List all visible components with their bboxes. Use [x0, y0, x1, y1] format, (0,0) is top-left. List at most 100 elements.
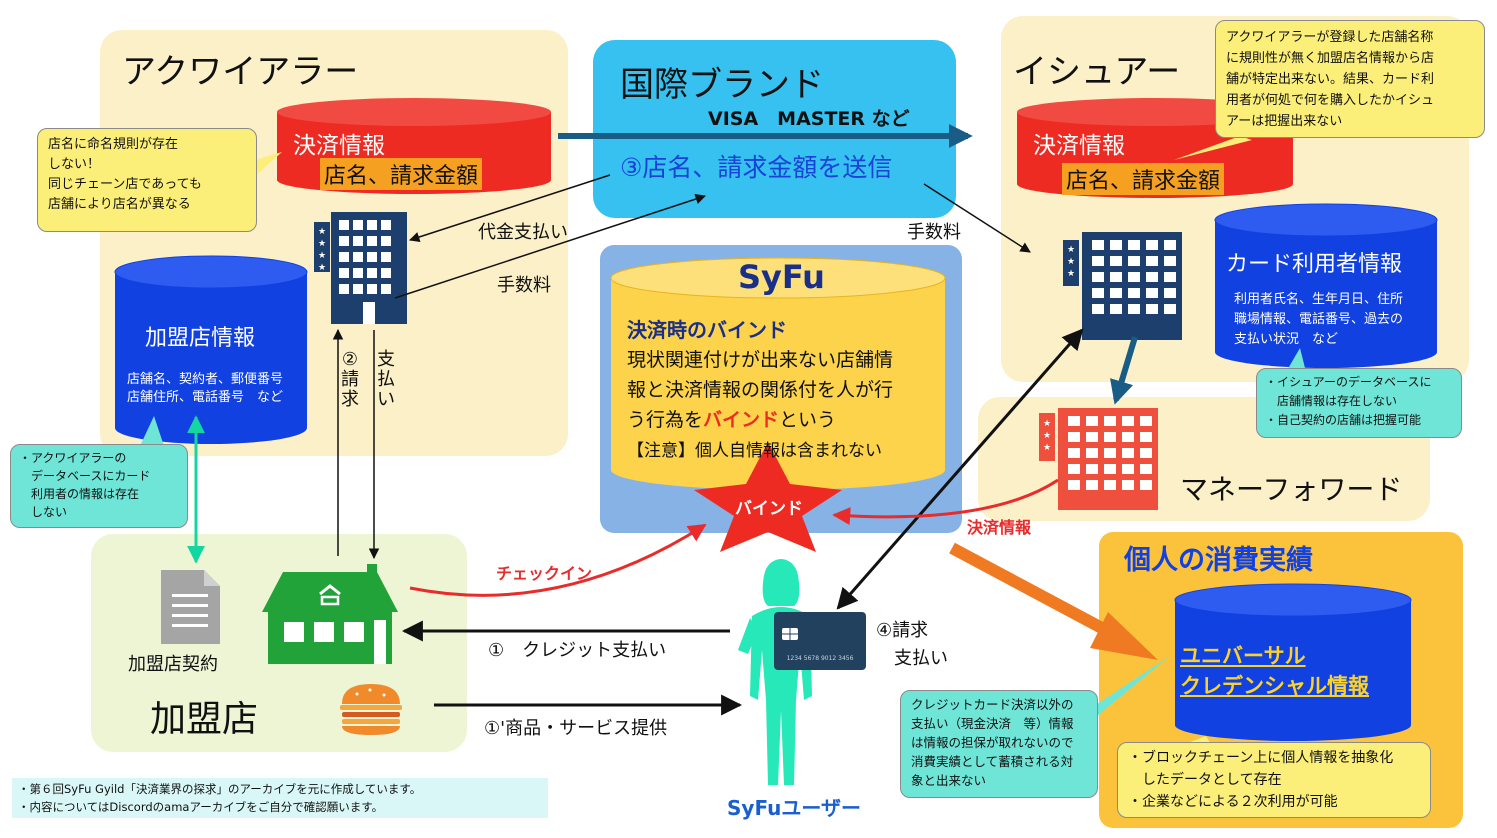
cash-note-line: は情報の担保が取れないので	[911, 735, 1074, 750]
issuer-note-line: アーは把握出来ない	[1226, 114, 1343, 129]
syfu-user-figure	[738, 559, 824, 785]
issuer-db-note-pointer	[1286, 348, 1306, 372]
acquirer-note-line: 同じチェーン店であっても	[48, 177, 202, 192]
pay-label: 支 払 い	[376, 350, 396, 410]
cash-note-pointer	[1085, 656, 1170, 726]
bind-star-icon	[694, 442, 842, 552]
issuer-to-moneyforward-arrow	[1110, 336, 1138, 405]
card-db-line1: 利用者氏名、生年月日、住所	[1234, 292, 1404, 307]
issuer-building-icon: ★ ★ ★	[1063, 232, 1182, 340]
moneyforward-title: マネーフォワード	[1180, 473, 1403, 506]
merchant-db-line1: 店舗名、契約者、郵便番号	[127, 372, 284, 387]
personal-note-line: したデータとして存在	[1128, 772, 1282, 788]
fee-left-arrow	[394, 193, 706, 299]
request-label: ② 請 求	[340, 350, 360, 410]
issuer-db-note-line: ・イシュアーのデータベースに	[1265, 375, 1432, 389]
syfu-bind-caution: 【注意】個人自情報は含まれない	[627, 441, 882, 461]
personal-note-line: ・企業などによる２次利用が可能	[1128, 794, 1338, 810]
step4-label-a: ④請求	[876, 620, 929, 641]
step4-label-b: 支払い	[894, 648, 948, 669]
payment-arrow	[409, 174, 611, 243]
footer-note: ・第６回SyFu Gyild「決済業界の探求」のアーカイブを元に作成しています。…	[12, 778, 548, 818]
fee-right-arrow	[923, 183, 1031, 253]
syfu-bind-line2: 報と決済情報の関係付を人が行	[627, 379, 894, 401]
syfu-bind-line1: 現状関連付けが出来ない店舗情	[627, 349, 894, 371]
acquirer-payment-db	[277, 98, 551, 194]
cash-payment-note: クレジットカード決済以外の 支払い（現金決済 等）情報 は情報の担保が取れないの…	[900, 690, 1098, 798]
svg-text:★: ★	[318, 239, 326, 249]
card-db-line3: 支払い状況 など	[1234, 332, 1339, 347]
pay-label-char: い	[377, 389, 395, 410]
issuer-note-line: 舗が特定出来ない。結果、カード利	[1226, 72, 1435, 87]
credential-db-line1: ユニバーサル	[1180, 644, 1306, 668]
moneyforward-building-icon: ★ ★ ★	[1039, 408, 1158, 510]
personal-note-line: ・ブロックチェーン上に個人情報を抽象化	[1128, 750, 1394, 766]
checkin-arrow	[409, 523, 707, 597]
svg-text:★: ★	[1067, 257, 1075, 267]
personal-note: ・ブロックチェーン上に個人情報を抽象化 したデータとして存在 ・企業などによる２…	[1117, 742, 1431, 818]
brand-panel	[593, 40, 956, 218]
issuer-store-note: アクワイアラーが登録した店舗名称 に規則性が無く加盟店名情報から店 舗が特定出来…	[1215, 20, 1485, 138]
credential-db	[1174, 583, 1412, 741]
request-label-char: 請	[341, 369, 359, 390]
cash-note-line: クレジットカード決済以外の	[911, 697, 1074, 712]
acquirer-note-line: 店名に命名規則が存在	[48, 137, 179, 152]
bind-star-label: バインド	[735, 499, 803, 519]
brand-title: 国際ブランド	[620, 65, 824, 105]
cash-note-line: 象と出来ない	[911, 773, 987, 788]
acquirer-payment-db-title: 決済情報	[293, 133, 385, 159]
svg-text:★: ★	[318, 227, 326, 237]
svg-text:★: ★	[1067, 245, 1075, 255]
pay-label-char: 支	[377, 349, 395, 370]
acquirer-title: アクワイアラー	[122, 52, 359, 92]
svg-text:★: ★	[1067, 269, 1075, 279]
acquirer-db-note-pointer	[140, 416, 164, 446]
cash-note-line: 支払い（現金決済 等）情報	[911, 716, 1074, 731]
to-personal-arrow	[949, 542, 1158, 660]
syfu-bind-heading: 決済時のバインド	[627, 318, 787, 342]
acquirer-naming-note: 店名に命名規則が存在 しない！ 同じチェーン店であっても 店舗により店名が異なる	[37, 128, 257, 232]
issuer-payment-db-fields: 店名、請求金額	[1062, 163, 1225, 195]
store-icon	[262, 564, 398, 664]
acquirer-payment-db-fields: 店名、請求金額	[320, 158, 483, 190]
syfu-title: SyFu	[738, 258, 825, 296]
merchant-title: 加盟店	[150, 699, 259, 740]
issuer-payment-db-title: 決済情報	[1033, 133, 1125, 159]
acquirer-db-note-line: 利用者の情報は存在	[19, 487, 140, 501]
request-label-char: 求	[341, 389, 359, 410]
cash-note-line: 消費実績として蓄積される対	[911, 754, 1074, 769]
credential-db-line2: クレデンシャル情報	[1180, 674, 1369, 698]
merchant-info-db	[114, 255, 308, 444]
pay-label-char: 払	[377, 369, 395, 390]
hamburger-icon	[340, 684, 402, 735]
acquirer-db-note-line: データベースにカード	[19, 469, 151, 483]
card-issuer-arrow	[836, 328, 1084, 610]
svg-text:★: ★	[318, 251, 326, 261]
card-db-line2: 職場情報、電話番号、過去の	[1234, 312, 1404, 327]
request-label-char: ②	[341, 349, 359, 370]
card-number-text: 1234 5678 9012 3456	[787, 655, 854, 662]
brand-step3-label: ③店名、請求金額を送信	[620, 153, 893, 182]
footer-line: ・内容についてはDiscordのamaアーカイブをご自分で確認願います。	[18, 800, 384, 814]
issuer-title: イシュアー	[1013, 52, 1181, 92]
syfu-bind-emphasis: バインド	[703, 409, 780, 431]
svg-text:★: ★	[1043, 419, 1051, 429]
syfu-bind-line3-post: という	[779, 409, 837, 431]
issuer-note-pointer	[1174, 136, 1252, 160]
merchant-db-line2: 店舗住所、電話番号 など	[127, 390, 284, 405]
issuer-db-note-line: ・自己契約の店舗は把握可能	[1265, 413, 1422, 427]
svg-text:★: ★	[318, 263, 326, 273]
card-user-db	[1214, 203, 1438, 368]
merchant-db-title: 加盟店情報	[145, 326, 256, 351]
moneyforward-payment-arrow	[832, 478, 1059, 526]
syfu-bind-line3: う行為をバインドという	[627, 405, 836, 432]
checkin-label: チェックイン	[496, 564, 593, 583]
issuer-note-line: アクワイアラーが登録した店舗名称	[1226, 30, 1434, 45]
card-db-title: カード利用者情報	[1226, 252, 1403, 277]
acquirer-db-note-line: しない	[19, 505, 68, 519]
contract-document-icon	[161, 570, 220, 644]
issuer-note-line: 用者が何処で何を購入したかイシュ	[1226, 93, 1435, 108]
brand-subtitle: VISA MASTER など	[708, 108, 910, 130]
acquirer-db-note-line: ・アクワイアラーの	[19, 451, 127, 465]
